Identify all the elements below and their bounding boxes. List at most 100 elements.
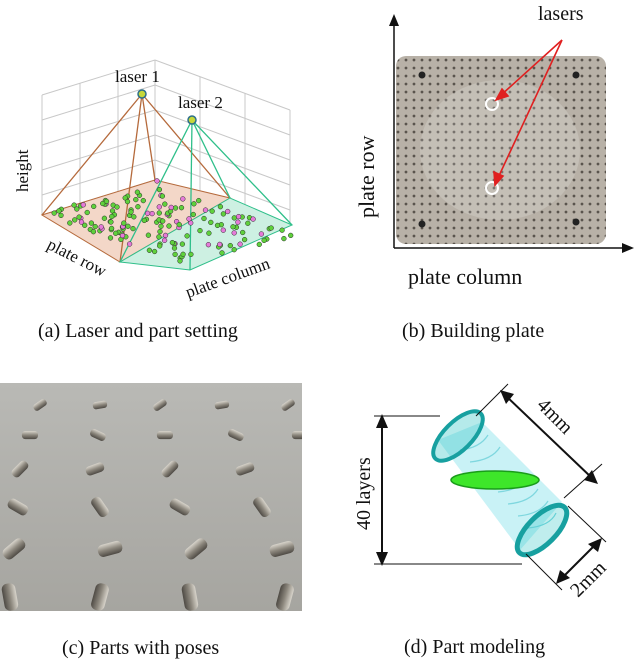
corner-hole bbox=[418, 220, 426, 228]
part-marker bbox=[157, 228, 163, 235]
part-marker bbox=[140, 197, 146, 204]
part-marker bbox=[209, 208, 215, 214]
part-marker bbox=[159, 193, 166, 199]
printed-part bbox=[235, 462, 255, 476]
part-marker bbox=[82, 222, 88, 228]
printed-part bbox=[153, 399, 167, 411]
part-marker bbox=[235, 213, 242, 220]
part-marker bbox=[214, 222, 221, 229]
printed-part bbox=[214, 400, 230, 410]
part-marker bbox=[125, 223, 131, 229]
part-marker bbox=[230, 224, 236, 230]
part-marker bbox=[149, 210, 155, 217]
extension-line bbox=[563, 463, 603, 499]
part-marker bbox=[107, 235, 114, 241]
extension-line bbox=[475, 383, 509, 417]
x-axis-arrow bbox=[622, 243, 634, 253]
length-arrow-bottom bbox=[584, 470, 598, 484]
part-marker bbox=[220, 211, 227, 217]
parts-photo bbox=[0, 383, 308, 611]
part-marker bbox=[121, 220, 127, 226]
part-marker bbox=[176, 221, 182, 228]
laser-spot bbox=[485, 181, 499, 195]
part-marker bbox=[126, 241, 133, 247]
part-marker bbox=[133, 196, 139, 203]
part-marker bbox=[162, 232, 169, 239]
printed-part bbox=[7, 498, 29, 516]
caption-d: (d) Part modeling bbox=[404, 636, 546, 658]
panel-d: 40 layers 4mm 2mm (d) Part modeling bbox=[330, 370, 638, 660]
part-marker bbox=[141, 217, 147, 224]
printed-parts bbox=[1, 399, 308, 611]
printed-part bbox=[181, 583, 199, 611]
part-marker bbox=[217, 241, 223, 248]
part-marker bbox=[128, 209, 134, 215]
part-marker bbox=[100, 200, 106, 207]
part-marker bbox=[288, 232, 294, 239]
laser2-point bbox=[187, 115, 197, 125]
part-marker bbox=[160, 218, 166, 224]
part-marker bbox=[171, 245, 178, 251]
laser-setup-figure: laser 1 laser 2 height plate row plate c… bbox=[13, 59, 294, 302]
middle-layer bbox=[450, 470, 540, 490]
part-marker bbox=[161, 237, 168, 243]
height-axis-label: height bbox=[13, 149, 32, 192]
printed-part bbox=[97, 540, 123, 557]
part-marker bbox=[146, 247, 153, 253]
plate-light-region bbox=[420, 80, 580, 220]
part-marker bbox=[237, 241, 243, 247]
part-marker bbox=[172, 251, 178, 258]
part-marker bbox=[92, 223, 98, 230]
corner-hole bbox=[418, 71, 426, 79]
diameter-arrow-top bbox=[588, 538, 602, 552]
panel-a: laser 1 laser 2 height plate row plate c… bbox=[0, 0, 310, 342]
printed-part bbox=[92, 400, 108, 410]
part-marker bbox=[227, 242, 233, 249]
part-marker bbox=[172, 205, 179, 211]
laser-arrows bbox=[493, 39, 563, 187]
part-marker bbox=[151, 248, 158, 255]
part-marker bbox=[72, 217, 78, 223]
diameter-arrow-bottom bbox=[556, 570, 570, 584]
printed-part bbox=[85, 462, 105, 476]
lasers-label: lasers bbox=[538, 3, 584, 25]
part-marker bbox=[90, 229, 97, 235]
photo-background bbox=[0, 383, 302, 611]
part-marker bbox=[240, 229, 246, 236]
printed-part bbox=[276, 583, 294, 611]
part-marker bbox=[108, 225, 115, 232]
part-marker bbox=[186, 216, 192, 222]
laser2-label: laser 2 bbox=[178, 93, 223, 112]
part-marker bbox=[219, 250, 225, 256]
bottom-face bbox=[514, 502, 570, 558]
part-marker bbox=[180, 251, 186, 257]
layers-arrow-top bbox=[376, 414, 388, 428]
part-marker bbox=[84, 209, 90, 216]
y-axis-arrow bbox=[389, 14, 399, 26]
part-marker bbox=[124, 198, 131, 205]
printed-part bbox=[2, 538, 26, 560]
part-marker bbox=[180, 196, 186, 202]
extension-line bbox=[567, 505, 607, 543]
plate-row-axis-label: plate row bbox=[354, 135, 379, 218]
parts-markers bbox=[51, 178, 294, 264]
panel-b: lasers plate row plate column (b) Buildi… bbox=[330, 0, 638, 342]
part-marker bbox=[241, 236, 248, 243]
extension-line bbox=[525, 553, 563, 591]
part-marker bbox=[101, 215, 108, 221]
part-marker bbox=[231, 230, 237, 236]
part-marker bbox=[169, 239, 176, 246]
part-marker bbox=[256, 241, 262, 248]
part-marker bbox=[220, 227, 226, 233]
part-marker bbox=[225, 208, 231, 215]
part-marker bbox=[231, 247, 237, 253]
part-marker bbox=[135, 204, 141, 210]
part-marker bbox=[177, 258, 183, 264]
corner-hole bbox=[572, 218, 580, 226]
part-marker bbox=[78, 219, 85, 225]
printed-part bbox=[228, 429, 244, 441]
part-marker bbox=[166, 223, 172, 229]
printed-part bbox=[21, 431, 38, 440]
laser1-label: laser 1 bbox=[115, 67, 160, 86]
length-dimension-line bbox=[505, 395, 593, 479]
